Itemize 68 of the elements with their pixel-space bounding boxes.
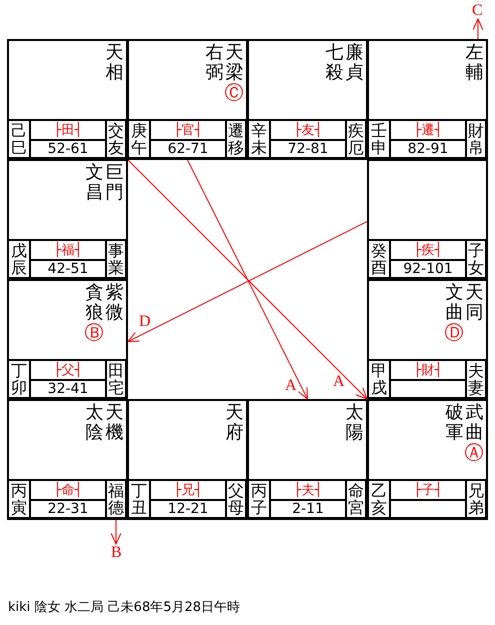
stem-branch-box: 丁丑 [127, 479, 151, 519]
stem-branch-box: 戊辰 [7, 239, 31, 279]
palace-cell [247, 399, 368, 520]
palace-cell [7, 279, 128, 400]
stem-branch-box: 丁卯 [7, 359, 31, 399]
star-name: 巨門 [105, 163, 124, 203]
palace-box: 父母 [225, 479, 247, 519]
palace-box: 子女 [465, 239, 487, 279]
stem-branch-box: 己巳 [7, 119, 31, 159]
star-name: 破軍 [445, 403, 464, 443]
stem-branch-box: 辛未 [247, 119, 271, 159]
stem-branch-box: 丙子 [247, 479, 271, 519]
star-name: 天梁 [225, 43, 244, 83]
palace-cell [247, 39, 368, 160]
circled-letter: Ⓑ [84, 323, 104, 343]
palace-cell [367, 159, 488, 280]
arrow [187, 160, 308, 400]
star-name: 天同 [465, 283, 484, 323]
palace-box: 財帛 [465, 119, 487, 159]
star-name: 紫微 [105, 283, 124, 323]
palace-cell [367, 279, 488, 400]
palace-box: 夫妻 [465, 359, 487, 399]
palace-box: 福德 [105, 479, 127, 519]
star-name: 貪狼 [85, 283, 104, 323]
circled-letter: Ⓓ [444, 323, 464, 343]
star-name: 左輔 [465, 43, 484, 83]
star-name: 天相 [105, 43, 124, 83]
star-name: 右弼 [205, 43, 224, 83]
palace-cell [127, 399, 248, 520]
stem-branch-box: 癸酉 [367, 239, 391, 279]
palace-box: 事業 [105, 239, 127, 279]
palace-cell [7, 399, 128, 520]
palace-box: 命宮 [345, 479, 367, 519]
circled-letter: Ⓒ [224, 83, 244, 103]
stem-branch-box: 丙寅 [7, 479, 31, 519]
arrow [472, 18, 484, 40]
palace-box: 遷移 [225, 119, 247, 159]
circled-letter: Ⓐ [464, 443, 484, 463]
palace-cell [127, 39, 248, 160]
arrow [128, 221, 368, 342]
caption: kiki 陰女 水二局 己未68年5月28日午時 [8, 599, 240, 616]
stem-branch-box: 乙亥 [367, 479, 391, 519]
star-name: 文昌 [85, 163, 104, 203]
palace-box: 兄弟 [465, 479, 487, 519]
palace-cell [7, 39, 128, 160]
star-name: 七殺 [325, 43, 344, 83]
stem-branch-box: 庚午 [127, 119, 151, 159]
palace-box: 交友 [105, 119, 127, 159]
edge-label: B [111, 545, 122, 561]
edge-label: C [472, 3, 483, 19]
star-name: 太陰 [85, 403, 104, 443]
palace-cell [367, 399, 488, 520]
star-name: 天機 [105, 403, 124, 443]
star-name: 文曲 [445, 283, 464, 323]
edge-label: A [285, 378, 297, 394]
stem-branch-box: 甲戌 [367, 359, 391, 399]
palace-cell [7, 159, 128, 280]
star-name: 天府 [225, 403, 244, 443]
edge-label: A [333, 374, 345, 390]
palace-cell [367, 39, 488, 160]
stem-branch-box: 壬申 [367, 119, 391, 159]
palace-box: 田宅 [105, 359, 127, 399]
arrow [110, 518, 122, 544]
palace-box: 疾厄 [345, 119, 367, 159]
star-name: 廉貞 [345, 43, 364, 83]
star-name: 太陽 [345, 403, 364, 443]
star-name: 武曲 [465, 403, 484, 443]
edge-label: D [139, 314, 151, 330]
